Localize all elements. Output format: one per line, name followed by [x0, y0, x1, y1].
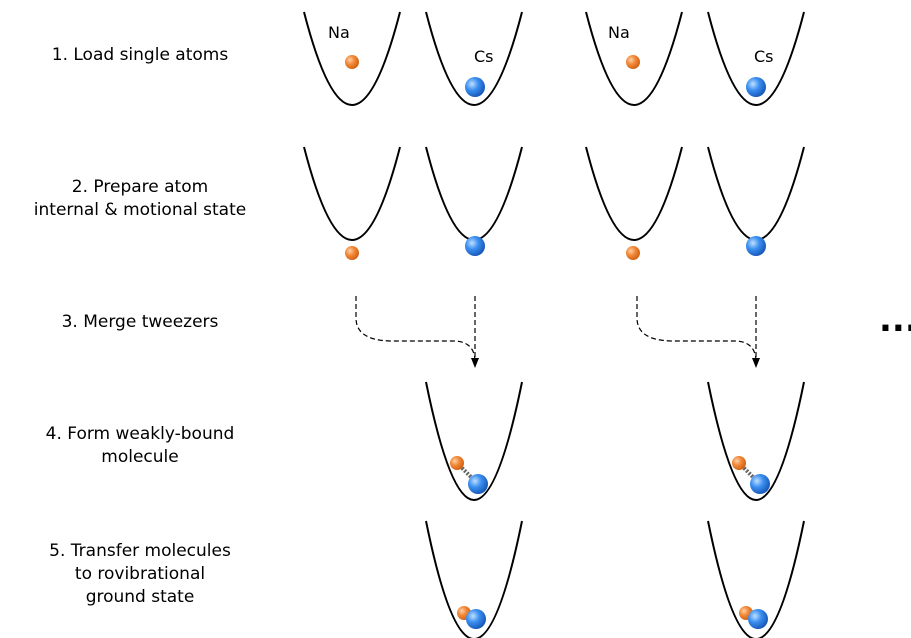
tweezer-well — [425, 381, 523, 501]
tweezer-well — [707, 520, 805, 638]
cs-atom — [465, 77, 485, 97]
step-4-label: 4. Form weakly-bound molecule — [45, 424, 235, 467]
cs-atom — [468, 474, 488, 494]
na-atom — [732, 456, 746, 470]
cs-atom — [465, 236, 485, 256]
weakly-bound-molecule — [732, 456, 770, 494]
cs-atom — [466, 609, 486, 629]
cs-label: Cs — [474, 47, 494, 66]
ground-state-molecule — [739, 606, 768, 629]
cs-atom — [750, 474, 770, 494]
cs-atom — [746, 236, 766, 256]
ground-state-molecule — [457, 606, 486, 629]
na-label: Na — [328, 23, 350, 42]
step-5-label: 5. Transfer molecules to rovibrational g… — [49, 541, 231, 607]
cs-atom — [746, 77, 766, 97]
tweezer-well — [303, 146, 401, 241]
tweezer-well — [585, 146, 683, 241]
na-atom — [345, 55, 359, 69]
merge-arrow — [636, 296, 760, 368]
step-2-label: 2. Prepare atom internal & motional stat… — [33, 177, 247, 220]
merge-arrow — [355, 296, 479, 368]
step-1-label: 1. Load single atoms — [51, 45, 229, 65]
weakly-bound-molecule — [450, 456, 488, 494]
tweezer-well — [707, 146, 805, 241]
step-3-label: 3. Merge tweezers — [61, 312, 219, 332]
na-atom — [626, 246, 640, 260]
na-label: Na — [608, 23, 630, 42]
cs-label: Cs — [754, 47, 774, 66]
na-atom — [345, 246, 359, 260]
tweezer-well — [707, 381, 805, 501]
tweezer-well — [425, 11, 523, 106]
tweezer-well — [425, 520, 523, 638]
tweezer-well — [425, 146, 523, 241]
na-atom — [450, 456, 464, 470]
na-atom — [626, 55, 640, 69]
tweezer-well — [303, 11, 401, 106]
tweezer-well — [707, 11, 805, 106]
tweezer-well — [585, 11, 683, 106]
cs-atom — [748, 609, 768, 629]
continuation-ellipsis: ... — [879, 300, 911, 340]
